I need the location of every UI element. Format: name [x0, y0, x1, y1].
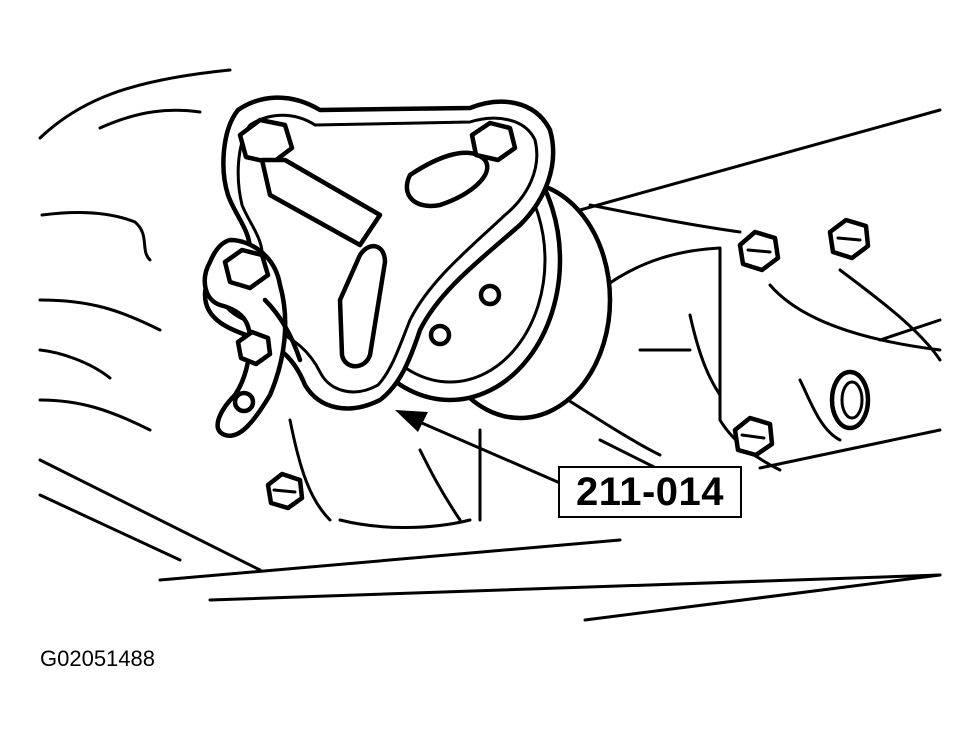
- transmission-housing: [288, 108, 942, 529]
- callout-arrow: [395, 410, 562, 485]
- tool-handle-arm: [202, 237, 303, 438]
- housing-bolt-upper-right: [827, 217, 871, 261]
- body-panel-lines: [38, 68, 942, 622]
- figure-id: G02051488: [40, 646, 155, 671]
- tool-number-callout: 211-014: [558, 466, 742, 518]
- special-tool-holder: [202, 95, 556, 411]
- tool-number-label: 211-014: [575, 469, 725, 514]
- housing-bolt-bottom-left: [265, 471, 305, 511]
- housing-bolt-upper-left: [737, 229, 781, 273]
- housing-bolt-lower: [732, 415, 775, 458]
